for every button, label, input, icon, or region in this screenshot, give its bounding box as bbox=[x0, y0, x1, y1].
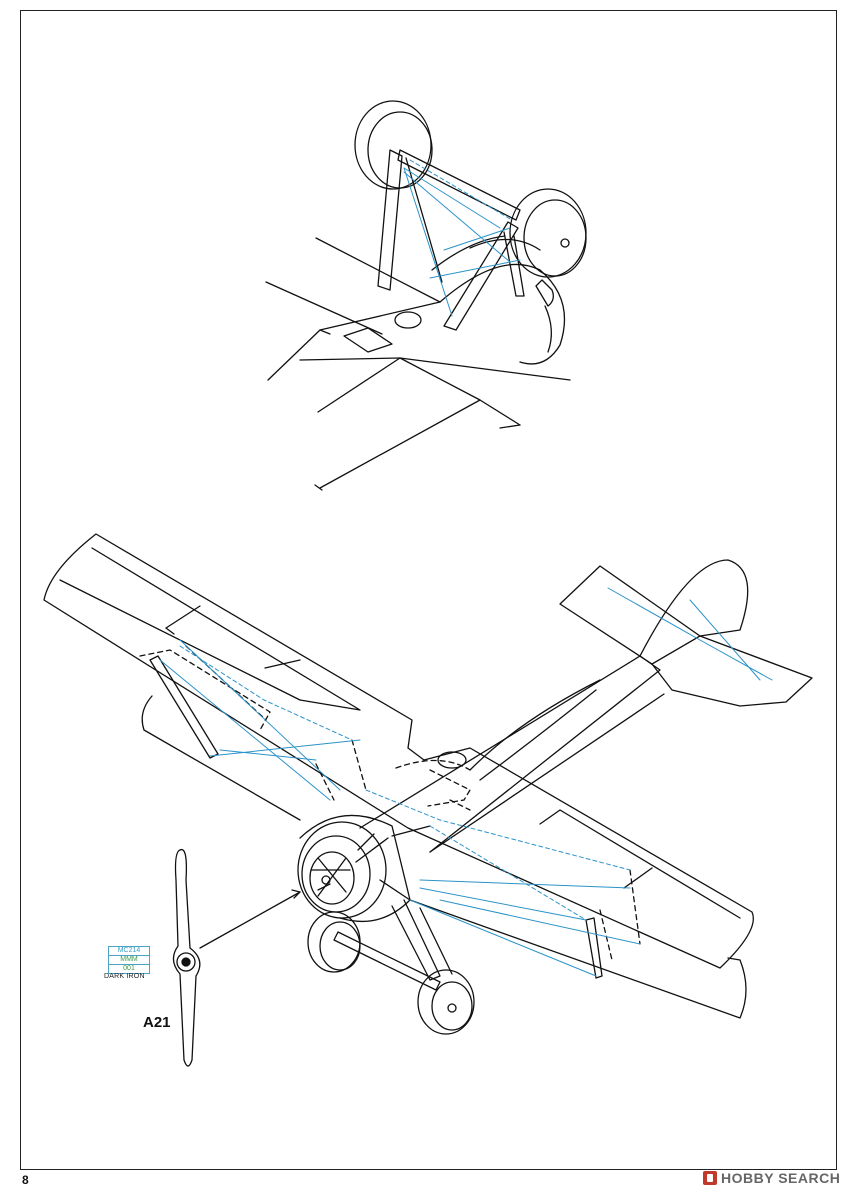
watermark: HOBBY SEARCH bbox=[703, 1170, 840, 1186]
paint-callout: MC214 MMM 001 bbox=[108, 946, 150, 974]
paint-code-tertiary: 001 bbox=[123, 965, 135, 972]
watermark-text: HOBBY SEARCH bbox=[721, 1170, 841, 1186]
landing-gear-detail bbox=[265, 100, 587, 491]
paint-code-secondary: MMM bbox=[109, 956, 149, 965]
hobby-search-logo-icon bbox=[703, 1171, 717, 1185]
biplane-rigging bbox=[159, 587, 773, 977]
landing-gear-rigging bbox=[403, 159, 521, 317]
page-border bbox=[20, 10, 837, 1170]
paint-name: DARK IRON bbox=[104, 973, 145, 980]
page-number: 8 bbox=[22, 1173, 29, 1187]
part-label: A21 bbox=[143, 1014, 171, 1031]
biplane-assembly bbox=[43, 533, 813, 1067]
paint-code-primary: MC214 bbox=[109, 947, 149, 956]
